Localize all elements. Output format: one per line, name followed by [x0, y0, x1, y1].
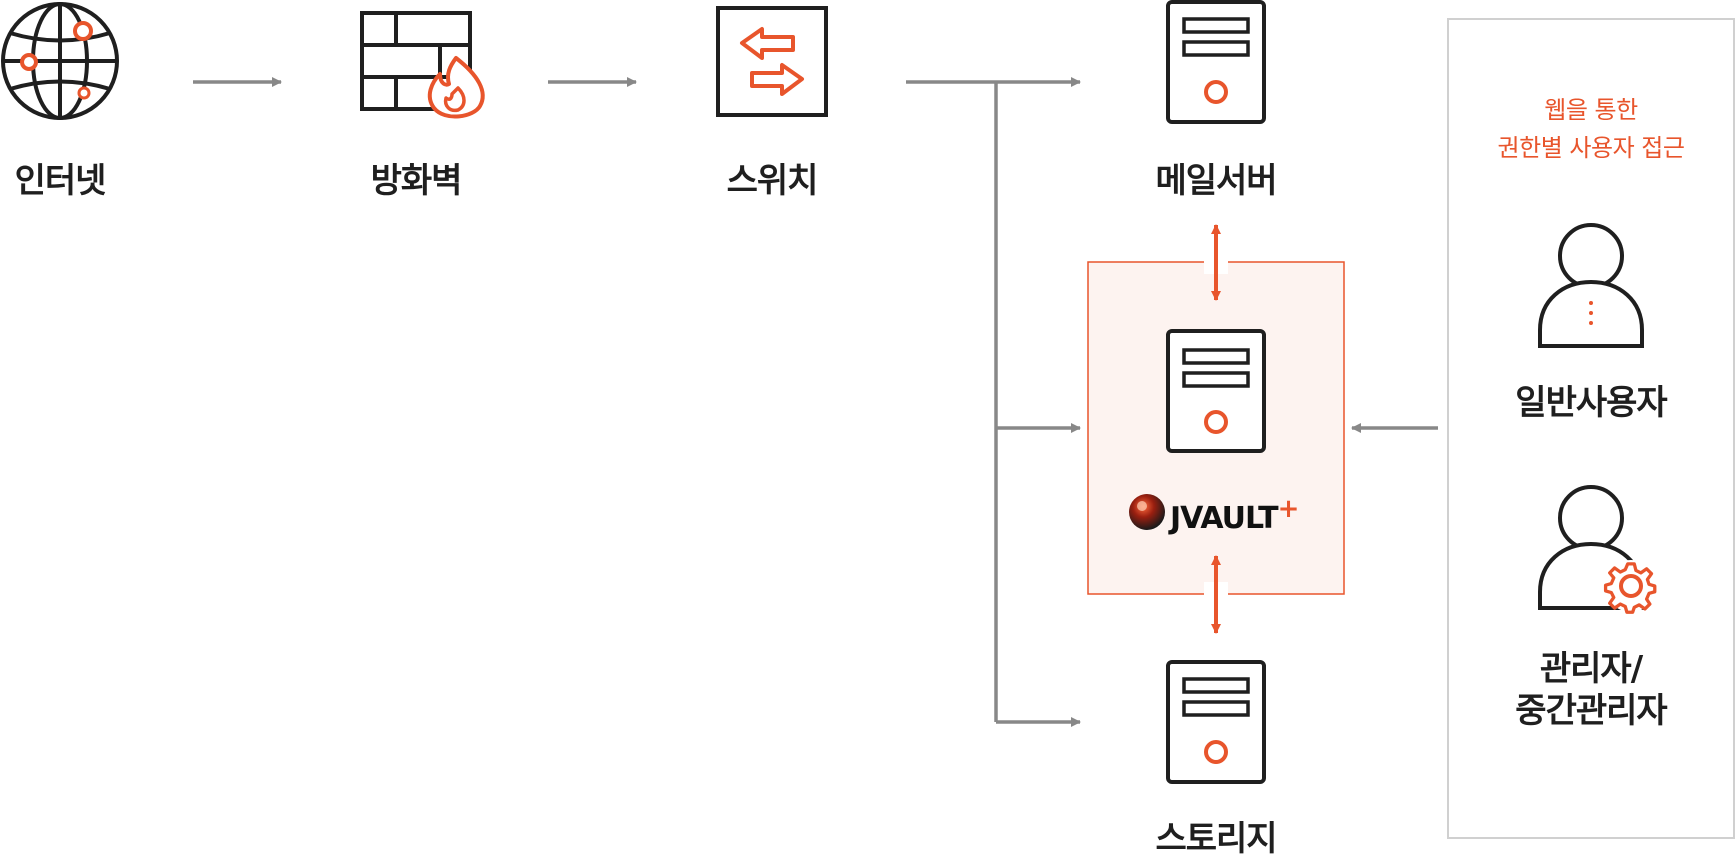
- internet-label: 인터넷: [14, 161, 107, 201]
- jvault-logo-text: JVAULT+: [1170, 494, 1300, 536]
- admin-label: 관리자/ 중간관리자: [1471, 648, 1711, 732]
- mail-server-label: 메일서버: [1155, 161, 1277, 201]
- mail-server-icon: [1166, 0, 1266, 124]
- jvault-logo-mark: [1129, 494, 1165, 530]
- storage-server-icon: [1166, 660, 1266, 784]
- globe-icon: [1, 2, 119, 120]
- gear-icon: [1603, 560, 1657, 614]
- access-panel-title-line2: 권한별 사용자 접근: [1497, 134, 1685, 162]
- access-panel: [1447, 18, 1735, 839]
- storage-label: 스토리지: [1155, 819, 1277, 859]
- firewall-label: 방화벽: [370, 161, 463, 201]
- access-panel-title: 웹을 통한 권한별 사용자 접근: [1448, 91, 1734, 167]
- admin-label-line1: 관리자/: [1539, 649, 1643, 689]
- firewall-icon: [360, 11, 485, 119]
- admin-label-line2: 중간관리자: [1515, 691, 1667, 731]
- switch-icon: [716, 6, 828, 117]
- jvault-name: JVAULT: [1170, 501, 1279, 536]
- general-user-icon: [1538, 223, 1644, 348]
- jvault-plus: +: [1277, 494, 1300, 524]
- jvault-server-icon: [1166, 329, 1266, 453]
- general-user-label: 일반사용자: [1515, 383, 1667, 423]
- access-panel-title-line1: 웹을 통한: [1544, 96, 1638, 124]
- switch-branch-connector: [906, 77, 1081, 727]
- switch-label: 스위치: [726, 161, 819, 201]
